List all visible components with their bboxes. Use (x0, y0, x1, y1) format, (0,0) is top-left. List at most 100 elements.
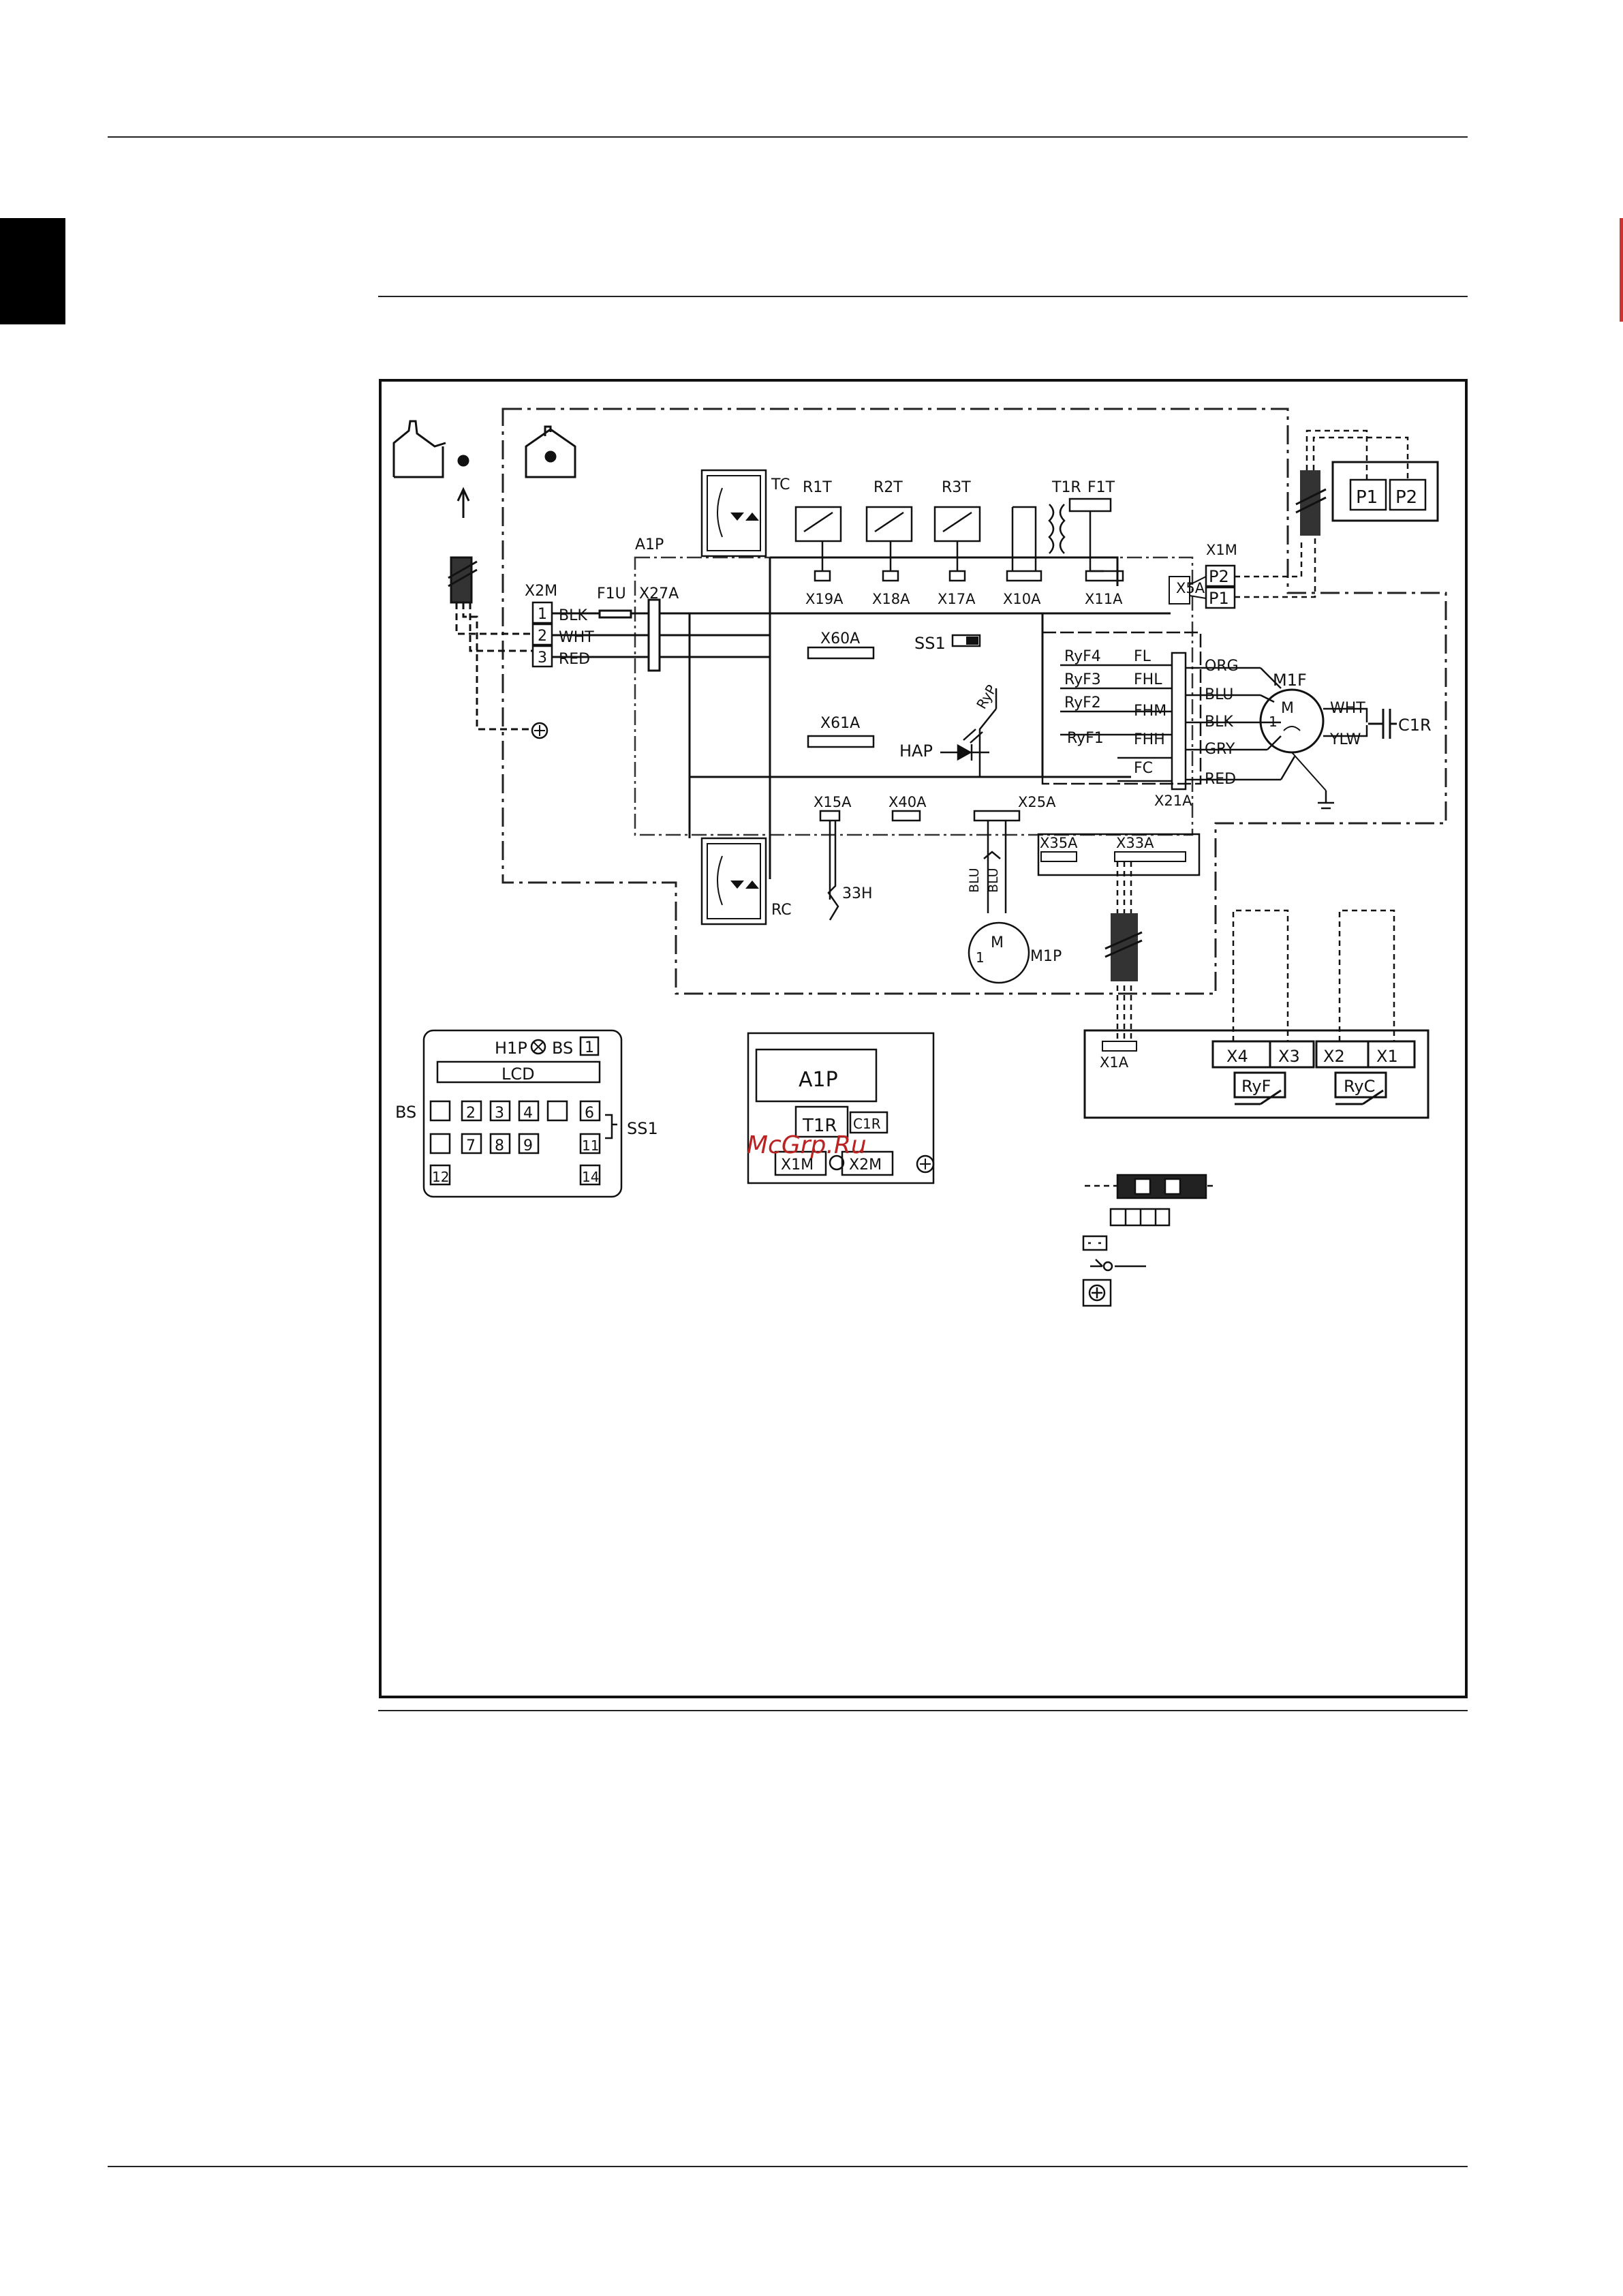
label-k6: 6 (585, 1105, 594, 1122)
caption-rule (378, 1710, 1468, 1711)
label-fl: FL (1134, 648, 1151, 665)
main-wiring (552, 556, 1171, 879)
transformer-t1r (1006, 498, 1124, 582)
label-org: ORG (1205, 658, 1239, 675)
edge-mark (1620, 218, 1623, 322)
label-tc: TC (771, 476, 790, 493)
label-k9: 9 (523, 1137, 533, 1154)
label-t1: 1 (538, 606, 547, 623)
label-k7: 7 (466, 1137, 476, 1154)
label-a1p: A1P (635, 536, 664, 553)
x61a-connector (807, 735, 875, 748)
label-x21a: X21A (1154, 793, 1192, 809)
label-k14: 14 (582, 1169, 599, 1185)
fan-motor-m1f: M 1 M1F (1259, 671, 1368, 810)
unit-boundary (501, 408, 1447, 995)
label-blu1: BLU (967, 868, 982, 893)
label-f1t: F1T (1087, 479, 1115, 496)
remote-controller-layout (422, 1029, 623, 1198)
label-r1t: R1T (803, 479, 832, 496)
label-x18a: X18A (872, 591, 910, 607)
ground-symbol (531, 722, 548, 739)
label-h1p: H1P (495, 1039, 527, 1058)
label-a1p2: A1P (799, 1068, 838, 1092)
label-x2m2: X2M (849, 1157, 882, 1174)
rc-triac: RC (700, 837, 792, 925)
label-t2: 2 (538, 628, 547, 645)
label-ryc: RyC (1344, 1077, 1375, 1096)
label-x11a: X11A (1085, 591, 1123, 607)
adapter-cable (1104, 861, 1143, 1043)
ryp-relay (978, 688, 998, 777)
label-x33a: X33A (1116, 835, 1154, 851)
fan-relay-block (1041, 631, 1202, 791)
label-x19a: X19A (805, 591, 844, 607)
label-fhm: FHM (1134, 703, 1166, 720)
label-lcd: LCD (501, 1065, 535, 1084)
label-x4: X4 (1226, 1047, 1248, 1066)
remote-cable-marker (1295, 429, 1409, 536)
outdoor-house-icon (392, 420, 469, 478)
label-p2: P2 (1209, 567, 1229, 586)
label-p1: P1 (1209, 589, 1229, 608)
label-blk: BLK (559, 607, 587, 624)
fan-motor-wires (1186, 667, 1296, 781)
thermistor-r2t (865, 506, 913, 582)
label-hap: HAP (899, 741, 933, 761)
label-x1: X1 (1376, 1047, 1398, 1066)
label-ryf: RyF (1241, 1077, 1271, 1096)
adapter-pcb (1083, 909, 1429, 1119)
switch-box-layout (747, 1032, 935, 1184)
label-k11: 11 (582, 1137, 599, 1154)
label-bs1: 1 (585, 1039, 594, 1056)
label-x27a: X27A (639, 585, 679, 602)
x60a-connector (807, 646, 875, 660)
label-x1a: X1A (1100, 1054, 1129, 1071)
label-ryf2: RyF2 (1064, 694, 1101, 711)
label-ss1: SS1 (914, 634, 946, 653)
label-bsl: BS (395, 1103, 416, 1122)
label-r3t: R3T (942, 479, 971, 496)
watermark-text: McGrp.Ru (747, 1131, 867, 1159)
label-m: M (1281, 700, 1294, 717)
legend-symbols (1082, 1174, 1214, 1307)
label-c1r: C1R (1398, 716, 1432, 735)
label-ryf3: RyF3 (1064, 671, 1101, 688)
pump-motor-m1p (968, 821, 1030, 984)
label-x35a: X35A (1040, 835, 1078, 851)
svg-text:1: 1 (976, 949, 985, 966)
thermistor-r3t (933, 506, 981, 582)
svg-text:1: 1 (1269, 714, 1278, 730)
thermistor-r1t (794, 506, 842, 582)
label-k3: 3 (495, 1105, 504, 1122)
label-x10a: X10A (1003, 591, 1041, 607)
label-ryf4: RyF4 (1064, 648, 1101, 665)
label-x3: X3 (1278, 1047, 1300, 1066)
x2m-terminal-block: X2M 1 2 3 BLK WHT RED (525, 583, 594, 668)
label-blk2: BLK (1205, 714, 1233, 731)
label-p1b: P1 (1356, 487, 1378, 508)
power-cable (448, 487, 533, 731)
capacitor-c1r (1368, 709, 1397, 739)
label-x2m: X2M (525, 583, 557, 600)
footer-rule (108, 2166, 1468, 2167)
label-x25a: X25A (1018, 794, 1056, 810)
label-rc: RC (771, 902, 792, 919)
tc-triac: TC (700, 469, 790, 557)
label-x5a: X5A (1176, 580, 1205, 596)
label-m: M (991, 934, 1004, 951)
label-blu2: BLU (986, 868, 1001, 893)
label-fc: FC (1134, 760, 1153, 777)
label-r2t: R2T (874, 479, 903, 496)
label-wht2: WHT (1330, 700, 1365, 717)
diagram-frame (379, 379, 1468, 1698)
label-t1r2: T1R (802, 1116, 837, 1136)
header-rule (108, 136, 1468, 138)
label-ss1b: SS1 (627, 1119, 658, 1138)
label-m1f: M1F (1273, 671, 1307, 690)
label-k2: 2 (466, 1105, 476, 1122)
label-s3h: 33H (842, 885, 873, 902)
label-x15a: X15A (814, 794, 852, 810)
ss1-switch (951, 634, 981, 647)
label-wht: WHT (559, 629, 594, 646)
